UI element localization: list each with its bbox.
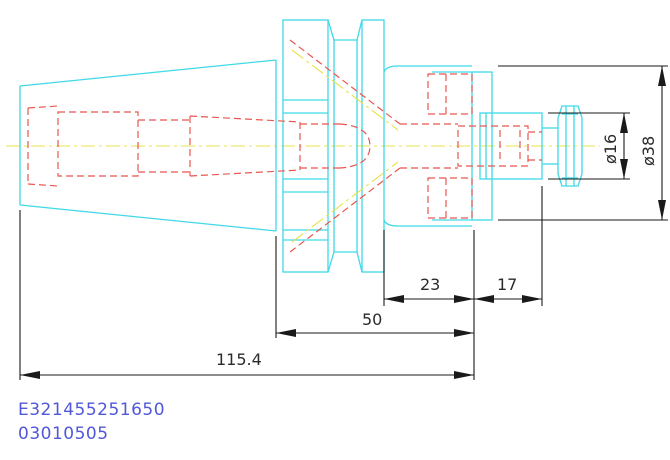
dimension-17 xyxy=(474,295,542,303)
extension-lines xyxy=(19,65,668,380)
part-number: E321455251650 xyxy=(18,400,166,420)
taper-shank xyxy=(19,59,277,232)
dim-text-dia-38: ø38 xyxy=(639,136,658,166)
dim-text-50: 50 xyxy=(362,310,382,329)
flange-body xyxy=(282,19,583,273)
part-code: 03010505 xyxy=(18,424,109,444)
dimension-115-4 xyxy=(20,371,474,379)
dimension-dia-16 xyxy=(620,113,628,179)
dim-text-17: 17 xyxy=(497,275,517,294)
dimension-23 xyxy=(384,295,474,303)
hidden-bore-lines xyxy=(27,39,542,253)
dim-text-115-4: 115.4 xyxy=(216,350,262,369)
dimension-dia-38 xyxy=(658,66,666,220)
dimension-50 xyxy=(276,329,474,337)
coolant-channels xyxy=(291,49,399,243)
dim-text-23: 23 xyxy=(420,275,440,294)
dim-text-dia-16: ø16 xyxy=(601,134,620,164)
